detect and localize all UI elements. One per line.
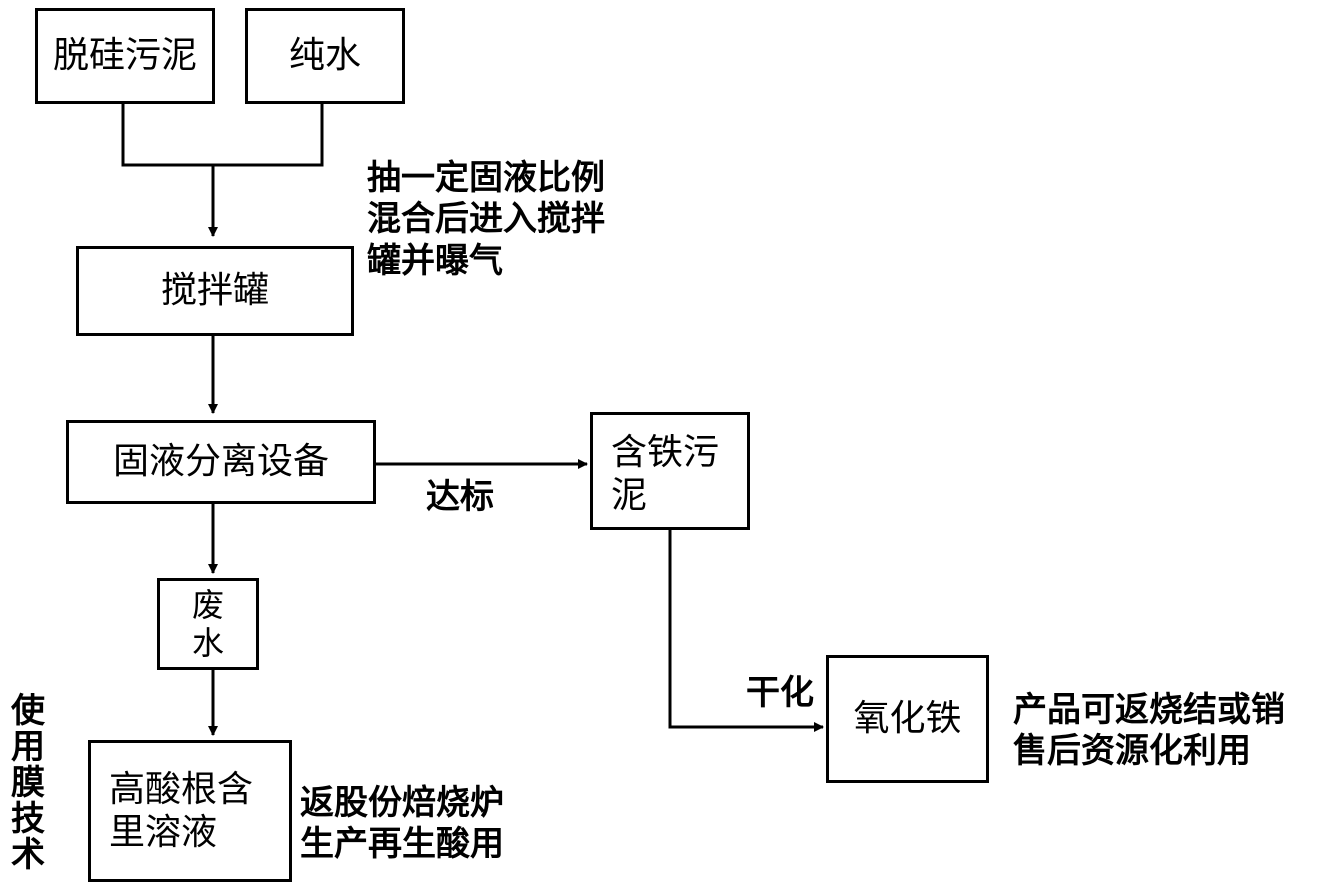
node-waste-water: 废 水 (157, 578, 259, 670)
node-label: 搅拌罐 (160, 270, 269, 312)
product-note: 产品可返烧结或销 售后资源化利用 (1013, 690, 1285, 773)
return-note: 返股份焙烧炉 生产再生酸用 (300, 783, 504, 866)
node-solid-liquid-separator: 固液分离设备 (66, 420, 376, 504)
node-iron-sludge: 含铁污 泥 (590, 412, 750, 530)
label-drying: 干化 (746, 673, 814, 713)
note-line: 抽一定固液比例 (367, 158, 605, 198)
node-label-line: 里溶液 (109, 812, 218, 853)
note-line: 产品可返烧结或销 (1013, 690, 1285, 730)
node-label-line: 泥 (611, 475, 648, 517)
note-line: 生产再生酸用 (300, 824, 504, 865)
label-up-to-standard: 达标 (426, 477, 494, 517)
node-label-line: 高酸根含 (109, 768, 254, 810)
merge-line (121, 104, 324, 167)
node-label: 脱硅污泥 (52, 35, 197, 77)
arrow-to-iron-oxide (668, 530, 824, 732)
node-desilicon-sludge: 脱硅污泥 (35, 8, 215, 104)
mixing-note: 抽一定固液比例 混合后进入搅拌 罐并曝气 (367, 158, 605, 282)
note-line: 返股份焙烧炉 (300, 783, 504, 823)
node-label-line: 废 (191, 585, 224, 624)
note-line: 混合后进入搅拌 (367, 199, 605, 240)
note-line: 售后资源化利用 (1013, 731, 1251, 772)
membrane-technology-label: 使用膜技术 (11, 691, 45, 876)
node-pure-water: 纯水 (245, 8, 405, 104)
node-label: 纯水 (288, 35, 361, 77)
node-label-line: 含铁污 (611, 432, 720, 473)
node-iron-oxide: 氧化铁 (826, 655, 989, 783)
note-line: 罐并曝气 (367, 240, 503, 281)
node-high-acid-solution: 高酸根含 里溶液 (88, 740, 292, 882)
node-stirring-tank: 搅拌罐 (76, 246, 354, 336)
node-label-line: 水 (191, 624, 224, 662)
node-label: 氧化铁 (853, 698, 962, 740)
node-label: 固液分离设备 (112, 441, 329, 483)
